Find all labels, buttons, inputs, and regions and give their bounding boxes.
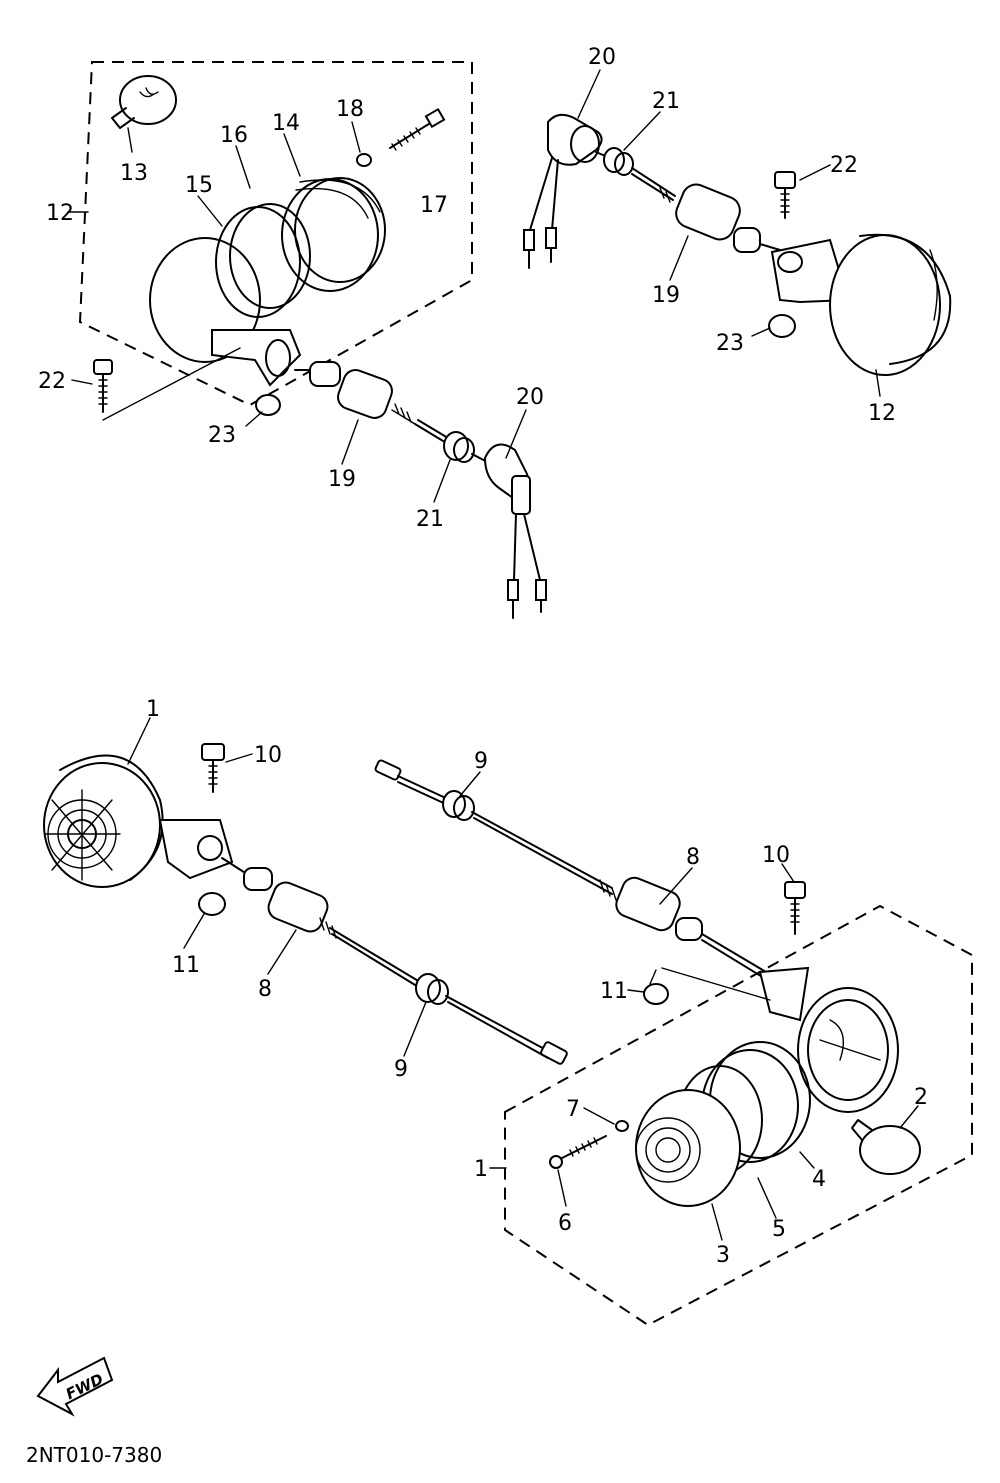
bulb-2 [851,1119,921,1175]
label-11-left: 11 [172,953,200,978]
label-17: 17 [420,193,448,218]
grommet-21-right [603,147,634,176]
label-18: 18 [336,97,364,122]
label-21-left: 21 [416,507,444,532]
label-15: 15 [185,173,213,198]
bracket-lower-right [758,966,810,1022]
diagram-code: 2NT010-7380 [26,1443,162,1467]
label-23-left: 23 [208,423,236,448]
housing-lower-right [797,987,899,1113]
label-3: 3 [716,1243,730,1268]
nut-23-right [768,314,796,338]
lamp-12-right [829,233,952,376]
label-20-left: 20 [516,385,544,410]
label-9-upper: 9 [474,749,488,774]
bolt-22-right [774,171,796,219]
label-4: 4 [812,1167,826,1192]
label-9-lower: 9 [394,1057,408,1082]
boot-20-right [547,113,603,166]
bracket-upper-left [211,329,302,387]
label-7: 7 [566,1097,580,1122]
label-22-right: 22 [830,153,858,178]
label-12-upper-right: 12 [868,401,896,426]
socket-19-left [294,361,416,425]
nut-7 [615,1120,629,1132]
label-6: 6 [558,1211,572,1236]
bolt-10-left [201,743,225,793]
label-1-right: 1 [474,1157,488,1182]
bolt-10-right [784,881,806,935]
label-10-left: 10 [254,743,282,768]
label-23-right: 23 [716,331,744,356]
screw-6 [549,1135,607,1169]
socket-8-left [243,867,337,939]
fwd-arrow-icon: FWD [36,1356,114,1417]
nut-11-left [198,892,226,916]
assembly-box-12 [78,61,473,407]
lens-3 [635,1089,741,1207]
nut-18 [356,153,372,167]
label-16: 16 [220,123,248,148]
assembly-box-1 [504,904,973,1327]
nut-11-right [643,983,669,1005]
label-5: 5 [772,1217,786,1242]
label-19-right: 19 [652,283,680,308]
label-8-right: 8 [686,845,700,870]
socket-19-right [659,183,761,253]
rim-14 [215,177,386,318]
label-12-upper-left: 12 [46,201,74,226]
grommet-21-left [443,431,475,463]
bracket-lower-left [158,819,234,880]
screw-17 [389,107,446,151]
nut-23-left [255,394,281,416]
label-22-left: 22 [38,369,66,394]
label-1-left: 1 [146,697,160,722]
label-14: 14 [272,111,300,136]
bulb-13 [111,75,177,129]
bracket-upper-right [770,238,850,304]
label-8-left: 8 [258,977,272,1002]
label-19-left: 19 [328,467,356,492]
label-20-right: 20 [588,45,616,70]
label-13: 13 [120,161,148,186]
label-2: 2 [914,1085,928,1110]
label-21-right: 21 [652,89,680,114]
lamp-1-left [43,754,164,888]
bolt-22-left [93,359,113,413]
grommet-9-right [442,790,475,821]
grommet-9-left [415,973,449,1005]
boot-20-left [483,443,531,515]
socket-8-right [599,876,703,941]
label-10-right: 10 [762,843,790,868]
label-11-right: 11 [600,979,628,1004]
